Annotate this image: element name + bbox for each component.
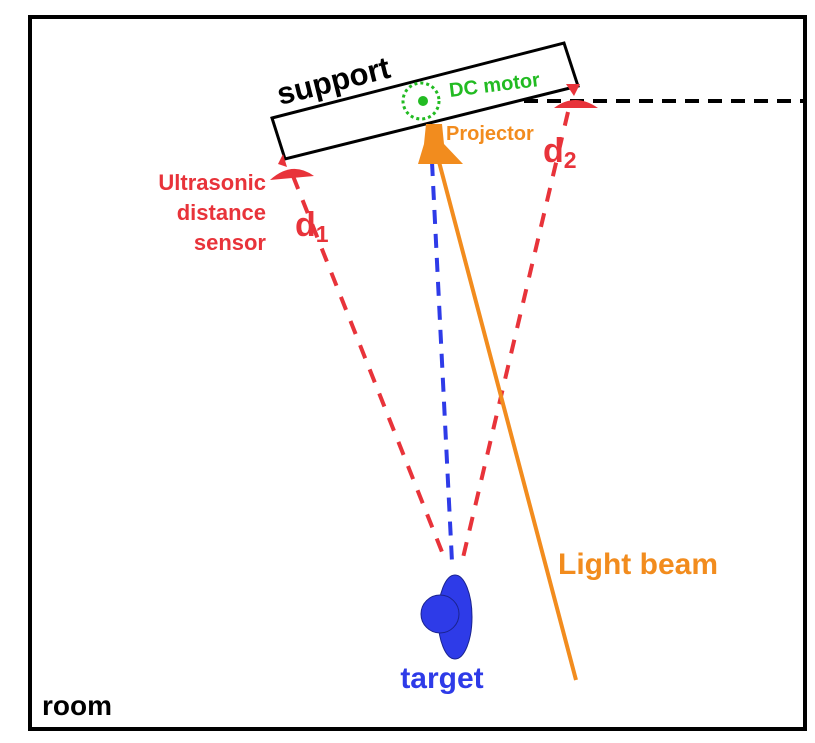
d1-label: d1 (295, 206, 329, 247)
sensor-label-line2: distance (177, 200, 266, 225)
light-beam-line (436, 157, 578, 681)
sensor-1-range-line (291, 175, 448, 563)
dc-motor-icon (401, 81, 441, 121)
light-beam-label: Light beam (558, 548, 718, 581)
ultrasonic-sensor-1 (270, 154, 314, 180)
room-boundary (28, 15, 807, 731)
projector-icon (418, 124, 463, 164)
target-icon (420, 574, 473, 660)
sensor-label-line3: sensor (194, 230, 267, 255)
room-label: room (42, 690, 112, 721)
sensor-2-range-line (460, 111, 570, 563)
d2-label: d2 (543, 132, 577, 173)
ultrasonic-sensor-2 (554, 84, 598, 108)
sensor-label-line1: Ultrasonic (158, 170, 266, 195)
projector-label: Projector (446, 123, 534, 145)
projector-target-line (430, 161, 454, 563)
target-label: target (400, 662, 483, 695)
